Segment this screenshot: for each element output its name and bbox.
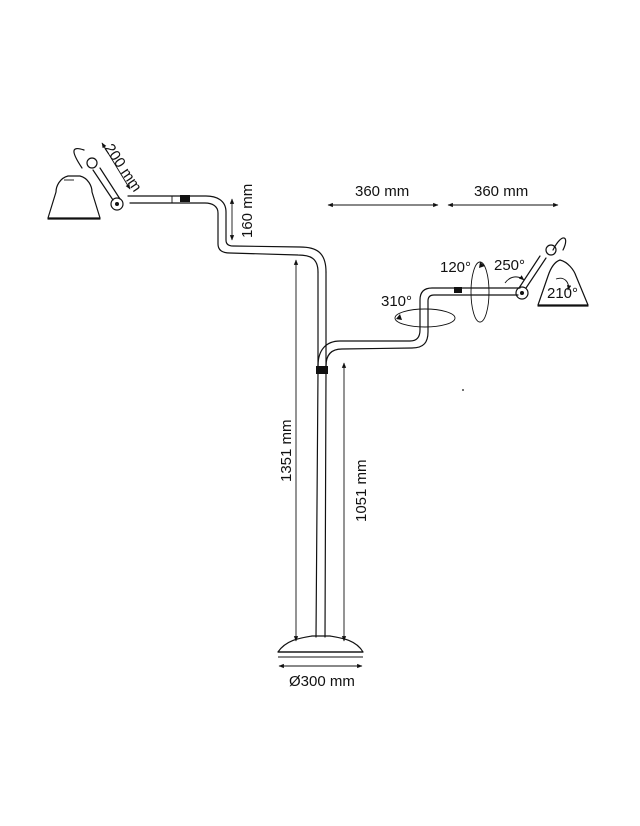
dot-mark: [462, 389, 464, 391]
shade-arm-dimension: 200 mm: [101, 141, 145, 195]
riser-label: 160 mm: [239, 184, 256, 238]
right-arm: [317, 255, 547, 367]
rotation-indicators: 120° 250° 210° 310°: [381, 257, 578, 328]
lamp-base: [277, 635, 364, 658]
right-shade: [537, 237, 589, 307]
riser-dimension: 160 mm: [229, 184, 256, 241]
height-dimensions: 1351 mm 1051 mm: [278, 259, 370, 642]
lamp-column: [315, 271, 328, 638]
shade-tilt-label: 120°: [440, 259, 471, 276]
curved-arrow-icon: [394, 308, 456, 328]
shade-arm-label: 200 mm: [101, 141, 145, 195]
column-height-label: 1051 mm: [353, 459, 370, 522]
reach-right-label: 360 mm: [474, 183, 528, 200]
joint-swivel-label: 250°: [494, 257, 525, 274]
base-diameter-dimension: Ø300 mm: [278, 663, 363, 690]
total-height-label: 1351 mm: [278, 419, 295, 482]
arm-swivel-label: 310°: [381, 293, 412, 310]
shade-swivel-label: 210°: [547, 285, 578, 302]
reach-left-label: 360 mm: [355, 183, 409, 200]
curved-arrow-icon: [470, 261, 490, 323]
left-arm: [92, 167, 327, 273]
base-diameter-label: Ø300 mm: [289, 673, 355, 690]
left-shade: [47, 147, 101, 220]
reach-dimensions: 360 mm 360 mm: [327, 183, 559, 208]
